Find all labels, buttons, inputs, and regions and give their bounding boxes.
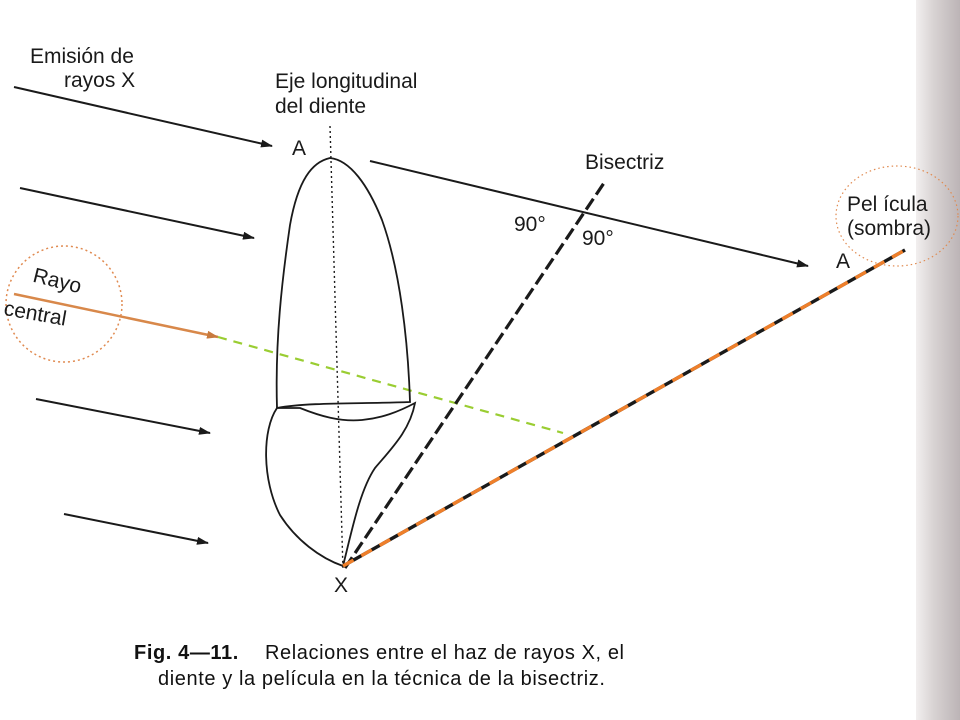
xray-emission-label-line1: Emisión de: [30, 45, 134, 68]
film-apex-point-label: A: [836, 250, 851, 273]
bisector-label: Bisectriz: [585, 151, 665, 174]
apex-point-label: A: [292, 137, 307, 160]
incisal-point-label: X: [334, 574, 349, 597]
central-ray-arrow: [13, 292, 219, 339]
tooth-crown-outline: [275, 157, 411, 410]
xray-arrow-4: [35, 398, 211, 435]
long-axis-label-line2: del diente: [275, 95, 367, 118]
page-edge-shadow: [916, 0, 960, 720]
figure-number: Fig. 4—11.: [134, 642, 239, 664]
bisector-line: [343, 179, 608, 569]
film-line: [342, 248, 906, 568]
central-ray-projection: [217, 335, 564, 435]
caption-text-line1: Relaciones entre el haz de rayos X, el: [264, 642, 625, 664]
tooth-long-axis: [329, 125, 344, 571]
film-label-highlight-circle: [835, 165, 959, 267]
tooth-root-outline: [265, 401, 417, 568]
angle-label-right: 90°: [582, 227, 614, 250]
xray-emission-label-line2: rayos X: [64, 69, 136, 92]
angle-label-left: 90°: [514, 213, 546, 236]
figure-caption: Fig. 4—11. Relaciones entre el haz de ray…: [134, 640, 894, 692]
film-label-line2: (sombra): [847, 218, 932, 240]
film-label-line1: Pel ícula: [847, 194, 928, 216]
xray-arrow-5: [63, 513, 209, 545]
central-ray-highlight-circle: [5, 245, 123, 363]
apex-projection-arrow: [369, 160, 809, 268]
long-axis-label-line1: Eje longitudinal: [275, 70, 418, 93]
caption-text-line2: diente y la película en la técnica de la…: [158, 668, 606, 690]
xray-arrow-1: [13, 86, 273, 148]
xray-arrow-2: [19, 187, 255, 240]
caption-line-1: Fig. 4—11. Relaciones entre el haz de ray…: [134, 640, 894, 666]
